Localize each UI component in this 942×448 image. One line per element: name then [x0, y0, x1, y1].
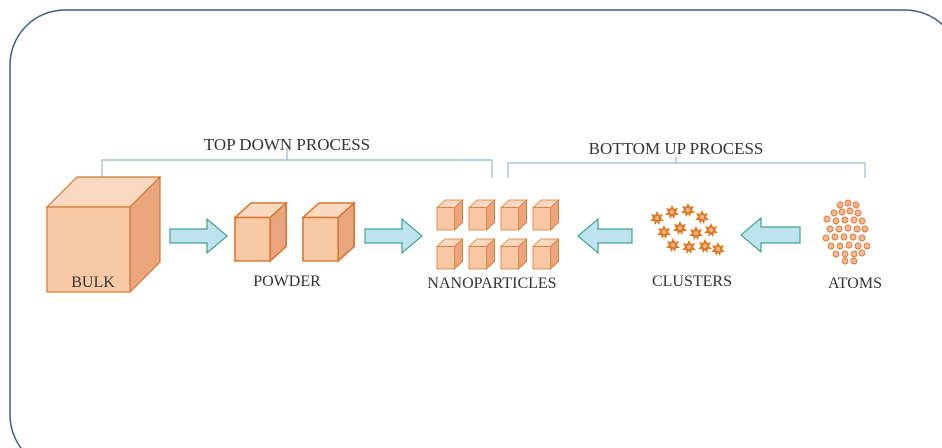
nanoparticles-group: [436, 199, 559, 270]
bulk-cube: [45, 175, 162, 294]
nanoparticle-cube: [436, 199, 464, 231]
powder-label: POWDER: [253, 273, 321, 290]
nanoparticle-cube: [500, 199, 527, 231]
top-down-bracket: [101, 148, 493, 178]
arrow-atoms-to-clusters: [740, 216, 801, 254]
powder-cube-2: [302, 202, 356, 262]
clusters-group: [650, 203, 725, 256]
bulk-label: BULK: [71, 274, 115, 291]
powder-cube-1: [234, 202, 288, 262]
bottom-up-bracket: [507, 157, 866, 178]
nanoparticle-cube: [468, 238, 496, 270]
atoms-group: [822, 199, 871, 265]
nanoparticle-cube: [500, 238, 527, 270]
clusters-label: CLUSTERS: [652, 273, 732, 290]
bottom-up-process-label: BOTTOM UP PROCESS: [589, 139, 764, 158]
nanoparticle-cube: [532, 238, 559, 270]
nanoparticle-cube: [436, 238, 464, 270]
nanoparticles-label: NANOPARTICLES: [427, 275, 556, 292]
top-down-process-label: TOP DOWN PROCESS: [204, 135, 370, 154]
arrow-powder-to-nanoparticles: [364, 217, 423, 255]
diagram-frame: [9, 9, 942, 448]
arrow-clusters-to-nanoparticles: [577, 217, 633, 255]
nanoparticle-cube: [532, 199, 559, 231]
nanoparticle-cube: [468, 199, 496, 231]
atoms-label: ATOMS: [828, 275, 882, 292]
arrow-bulk-to-powder: [169, 217, 228, 255]
